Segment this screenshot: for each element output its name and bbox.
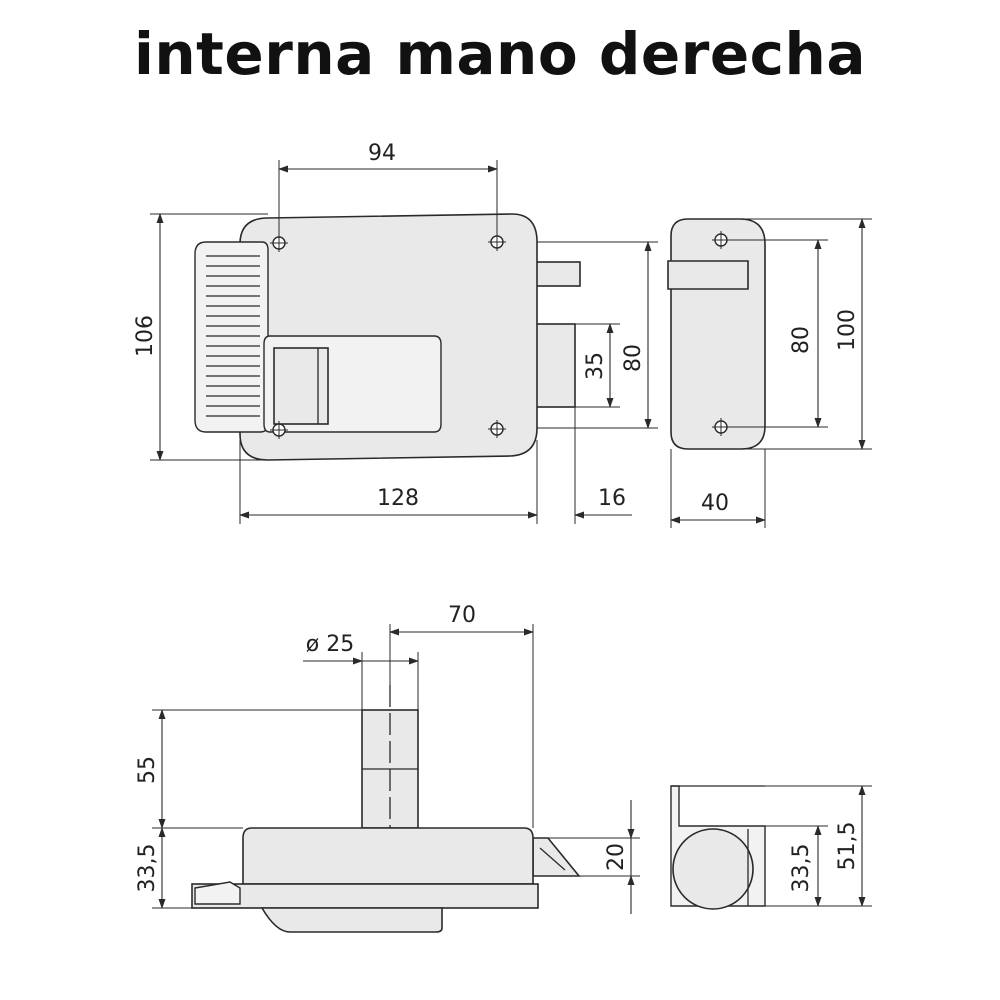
bottom-handle-edge (194, 881, 241, 905)
page-title: interna mano derecha (134, 20, 866, 88)
front-view: 94 106 35 80 128 16 (133, 141, 658, 524)
dim-label-33-5-end: 33,5 (789, 844, 814, 893)
dim-label-33-5-bottom: 33,5 (135, 844, 160, 893)
bottom-lock-body (242, 827, 534, 885)
dim-label-16: 16 (598, 486, 626, 511)
side-screw-holes (712, 231, 730, 436)
end-cylinder-circle (672, 828, 754, 910)
dim-label-100: 100 (835, 309, 860, 351)
dim-label-35: 35 (583, 352, 608, 380)
dim-label-80-front: 80 (621, 344, 646, 372)
bottom-base-plate (191, 883, 539, 909)
bottom-view: 70 ø 25 55 33,5 20 (135, 603, 640, 933)
dim-label-128: 128 (377, 486, 419, 511)
front-cylinder-slot (273, 347, 329, 425)
dim-label-55: 55 (135, 756, 160, 784)
bottom-cover-step (260, 907, 443, 933)
bottom-latch-bolt (532, 837, 581, 877)
dim-label-40: 40 (701, 491, 729, 516)
front-handle-grip-lines (206, 255, 260, 417)
front-latch-housing (534, 323, 576, 408)
dim-label-70: 70 (448, 603, 476, 628)
dim-label-25: ø 25 (306, 632, 354, 657)
end-view: 33,5 51,5 (670, 785, 872, 910)
front-deadbolt-top (534, 261, 581, 287)
front-handle-plate (194, 241, 269, 433)
side-bolt-clip (667, 260, 749, 290)
side-lock-body (670, 218, 766, 450)
dim-label-106: 106 (133, 315, 158, 357)
dim-label-20: 20 (604, 843, 629, 871)
dim-label-80-side: 80 (789, 326, 814, 354)
side-view: 80 100 40 (667, 218, 872, 528)
dim-label-51-5: 51,5 (835, 822, 860, 871)
dim-label-94: 94 (368, 141, 396, 166)
